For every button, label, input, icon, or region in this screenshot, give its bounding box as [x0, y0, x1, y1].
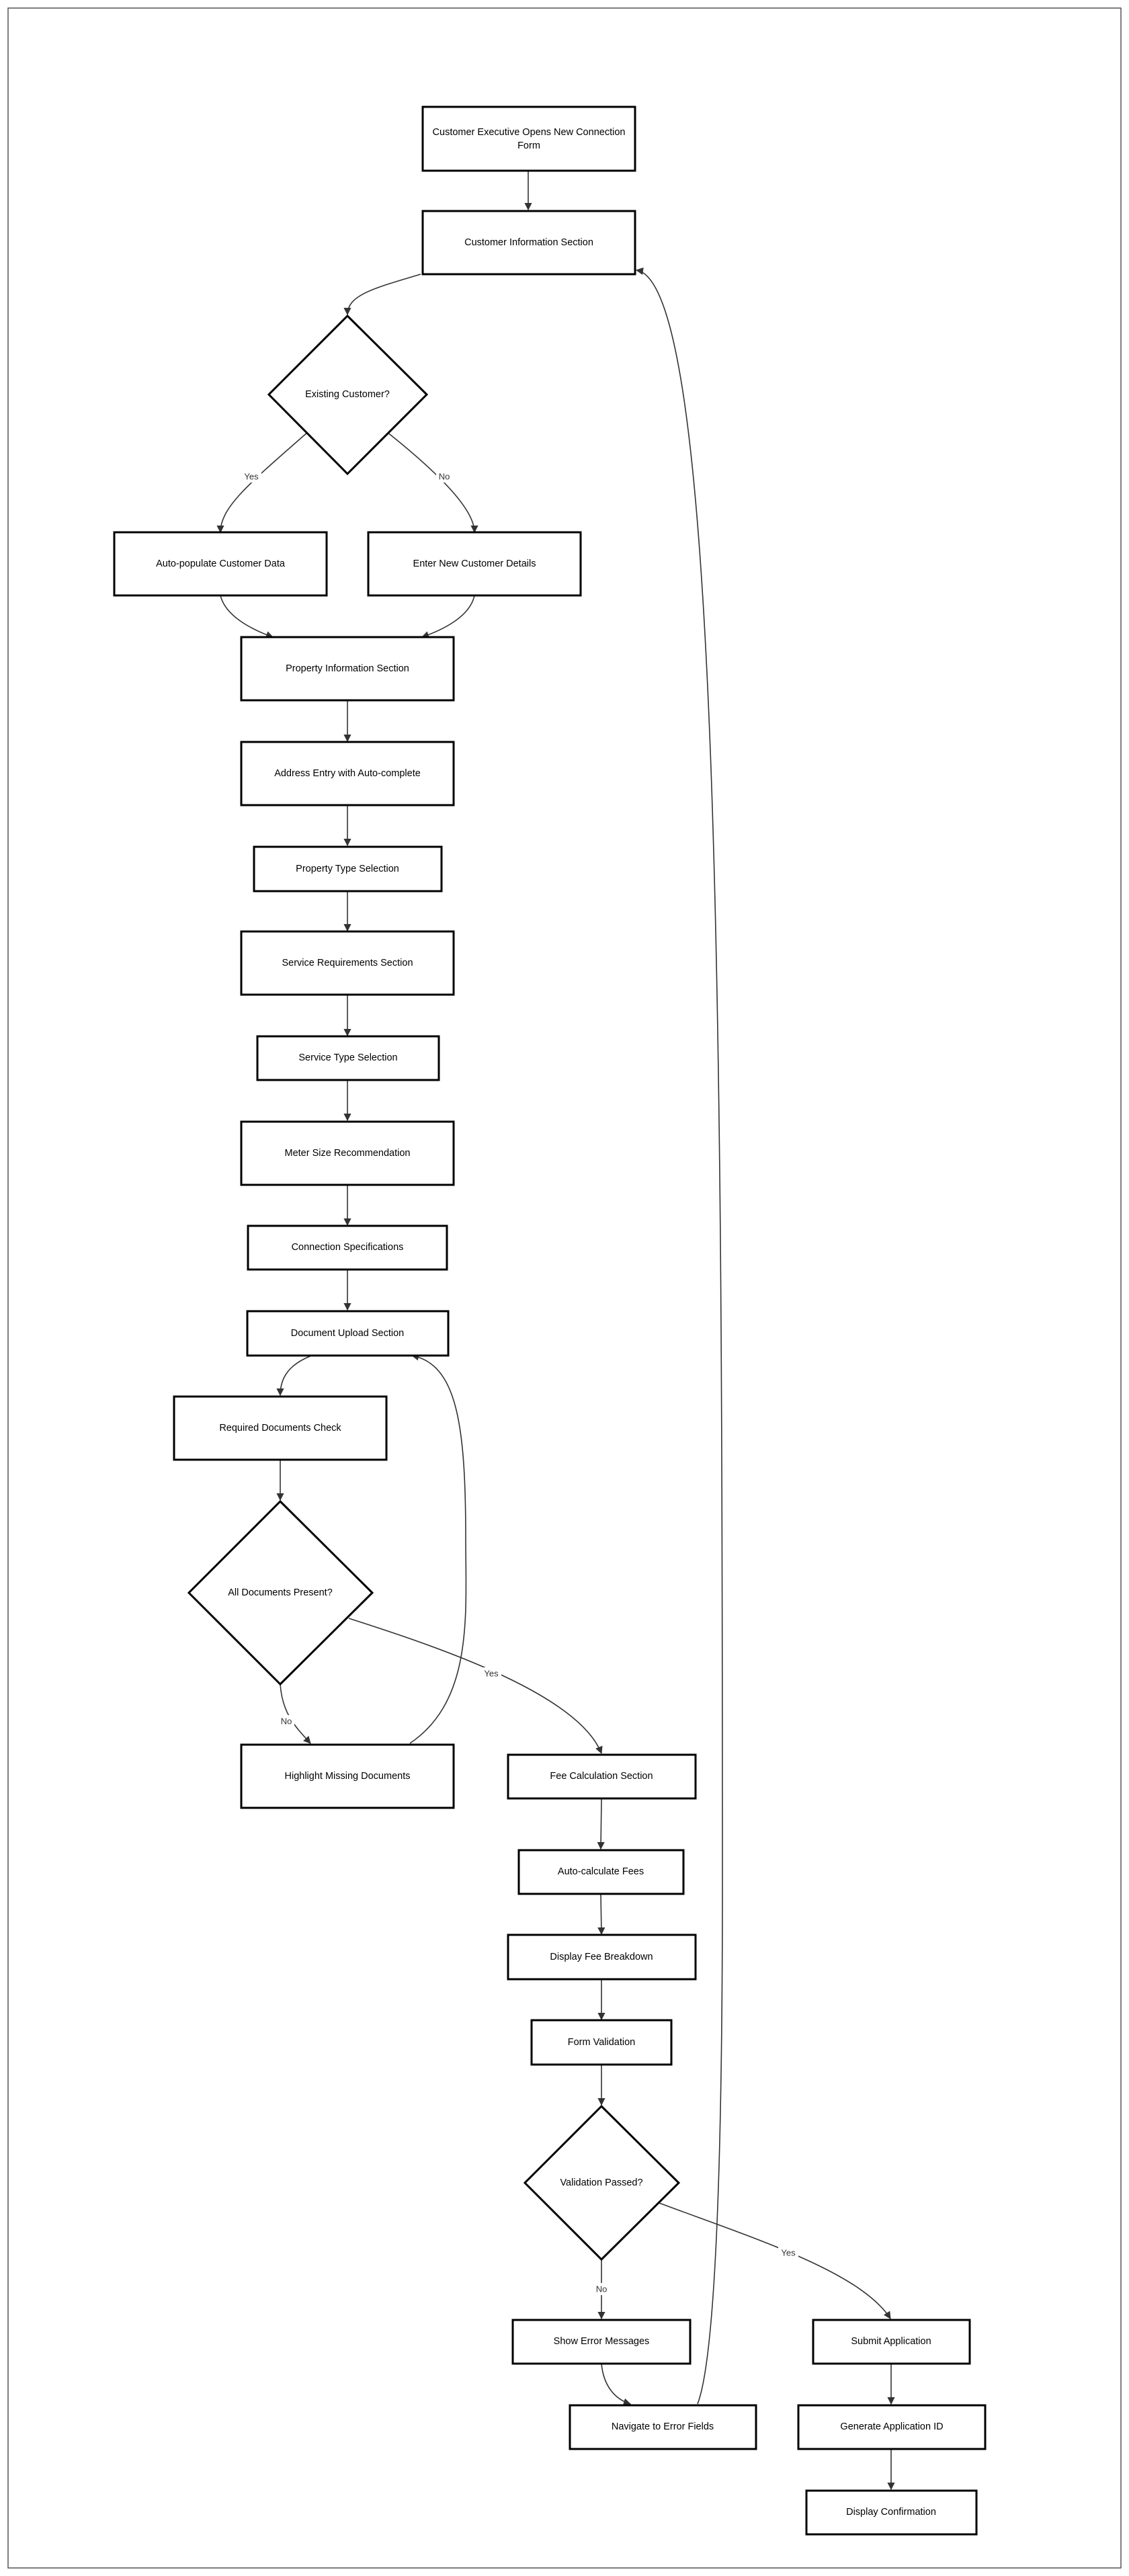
edge-auto-populate-to-property — [220, 595, 274, 638]
edge-docs-yes — [348, 1618, 603, 1755]
node-generate-id: Generate Application ID — [797, 2404, 987, 2450]
node-form-validation-label: Form Validation — [568, 2037, 635, 2048]
edge-enter-new-to-property — [421, 595, 475, 638]
node-all-docs-label: All Documents Present? — [228, 1587, 333, 1598]
edge-labels: Yes No Yes No Yes No — [241, 470, 798, 2295]
node-service-type-label: Service Type Selection — [298, 1052, 397, 1063]
node-property-type-label: Property Type Selection — [296, 864, 399, 874]
edge-docs-no — [280, 1684, 311, 1744]
edge-label-valid-yes: Yes — [781, 2247, 796, 2257]
node-fee-breakdown: Display Fee Breakdown — [507, 1934, 697, 1981]
edge-valid-yes — [659, 2202, 891, 2319]
node-meter-size: Meter Size Recommendation — [240, 1120, 455, 1186]
node-validation-passed-label: Validation Passed? — [560, 2177, 642, 2188]
node-start-label: Customer Executive Opens New Connection … — [432, 126, 626, 151]
node-enter-new: Enter New Customer Details — [367, 531, 582, 597]
node-start: Customer Executive Opens New Connection … — [421, 106, 636, 172]
node-fee-calc-label: Fee Calculation Section — [550, 1771, 653, 1782]
node-doc-upload-label: Document Upload Section — [291, 1328, 404, 1339]
edge-label-docs-no: No — [281, 1716, 292, 1726]
edge-label-existing-yes: Yes — [244, 471, 259, 481]
node-fee-calc: Fee Calculation Section — [507, 1753, 697, 1800]
node-service-req: Service Requirements Section — [240, 930, 455, 996]
node-service-req-label: Service Requirements Section — [282, 958, 413, 968]
node-property-type: Property Type Selection — [253, 845, 443, 892]
node-customer-info-label: Customer Information Section — [464, 237, 593, 248]
node-navigate-errors-label: Navigate to Error Fields — [612, 2421, 714, 2432]
edge-navigate-back-to-customer-info — [635, 267, 723, 2405]
node-auto-populate-label: Auto-populate Customer Data — [156, 558, 286, 569]
node-highlight-missing: Highlight Missing Documents — [240, 1743, 455, 1809]
node-show-errors-label: Show Error Messages — [554, 2336, 650, 2347]
node-highlight-missing-label: Highlight Missing Documents — [285, 1771, 411, 1782]
edge-existing-yes — [216, 431, 308, 534]
diagram-frame — [7, 7, 1122, 2569]
node-address-entry-label: Address Entry with Auto-complete — [274, 768, 421, 779]
node-validation-passed: Validation Passed? — [523, 2104, 681, 2261]
node-required-docs-label: Required Documents Check — [219, 1423, 341, 1434]
node-auto-populate: Auto-populate Customer Data — [113, 531, 328, 597]
edge-existing-no — [386, 431, 478, 534]
node-customer-info: Customer Information Section — [421, 210, 636, 276]
node-generate-id-label: Generate Application ID — [840, 2421, 943, 2432]
edge-label-existing-no: No — [439, 471, 450, 481]
edge-label-docs-yes: Yes — [484, 1668, 499, 1678]
node-form-validation: Form Validation — [530, 2019, 673, 2066]
node-meter-size-label: Meter Size Recommendation — [285, 1148, 411, 1159]
edge-highlight-back-to-doc-upload — [409, 1353, 467, 1744]
node-submit-label: Submit Application — [851, 2336, 931, 2347]
node-display-confirmation: Display Confirmation — [805, 2489, 978, 2536]
node-enter-new-label: Enter New Customer Details — [413, 558, 536, 569]
edge-errors-to-navigate — [601, 2363, 632, 2406]
edge-doc-upload-to-required — [276, 1355, 312, 1397]
node-fee-breakdown-label: Display Fee Breakdown — [550, 1952, 653, 1962]
node-navigate-errors: Navigate to Error Fields — [569, 2404, 757, 2450]
node-property-info-label: Property Information Section — [286, 663, 409, 674]
node-existing-customer-label: Existing Customer? — [305, 389, 390, 400]
node-address-entry: Address Entry with Auto-complete — [240, 741, 455, 806]
edge-customer-info-to-existing — [343, 274, 421, 316]
node-doc-upload: Document Upload Section — [246, 1310, 450, 1357]
edge-label-valid-no: No — [596, 2284, 608, 2294]
node-connection-specs-label: Connection Specifications — [292, 1242, 404, 1253]
edges — [216, 171, 895, 2491]
node-connection-specs: Connection Specifications — [247, 1224, 448, 1271]
node-service-type: Service Type Selection — [256, 1035, 440, 1081]
node-show-errors: Show Error Messages — [511, 2319, 692, 2365]
node-auto-fees-label: Auto-calculate Fees — [558, 1866, 644, 1877]
node-required-docs: Required Documents Check — [173, 1395, 388, 1461]
node-display-confirmation-label: Display Confirmation — [846, 2507, 936, 2518]
node-property-info: Property Information Section — [240, 636, 455, 702]
node-auto-fees: Auto-calculate Fees — [517, 1849, 685, 1895]
node-existing-customer: Existing Customer? — [267, 314, 429, 476]
node-submit: Submit Application — [812, 2319, 971, 2365]
node-all-docs: All Documents Present? — [187, 1499, 374, 1686]
